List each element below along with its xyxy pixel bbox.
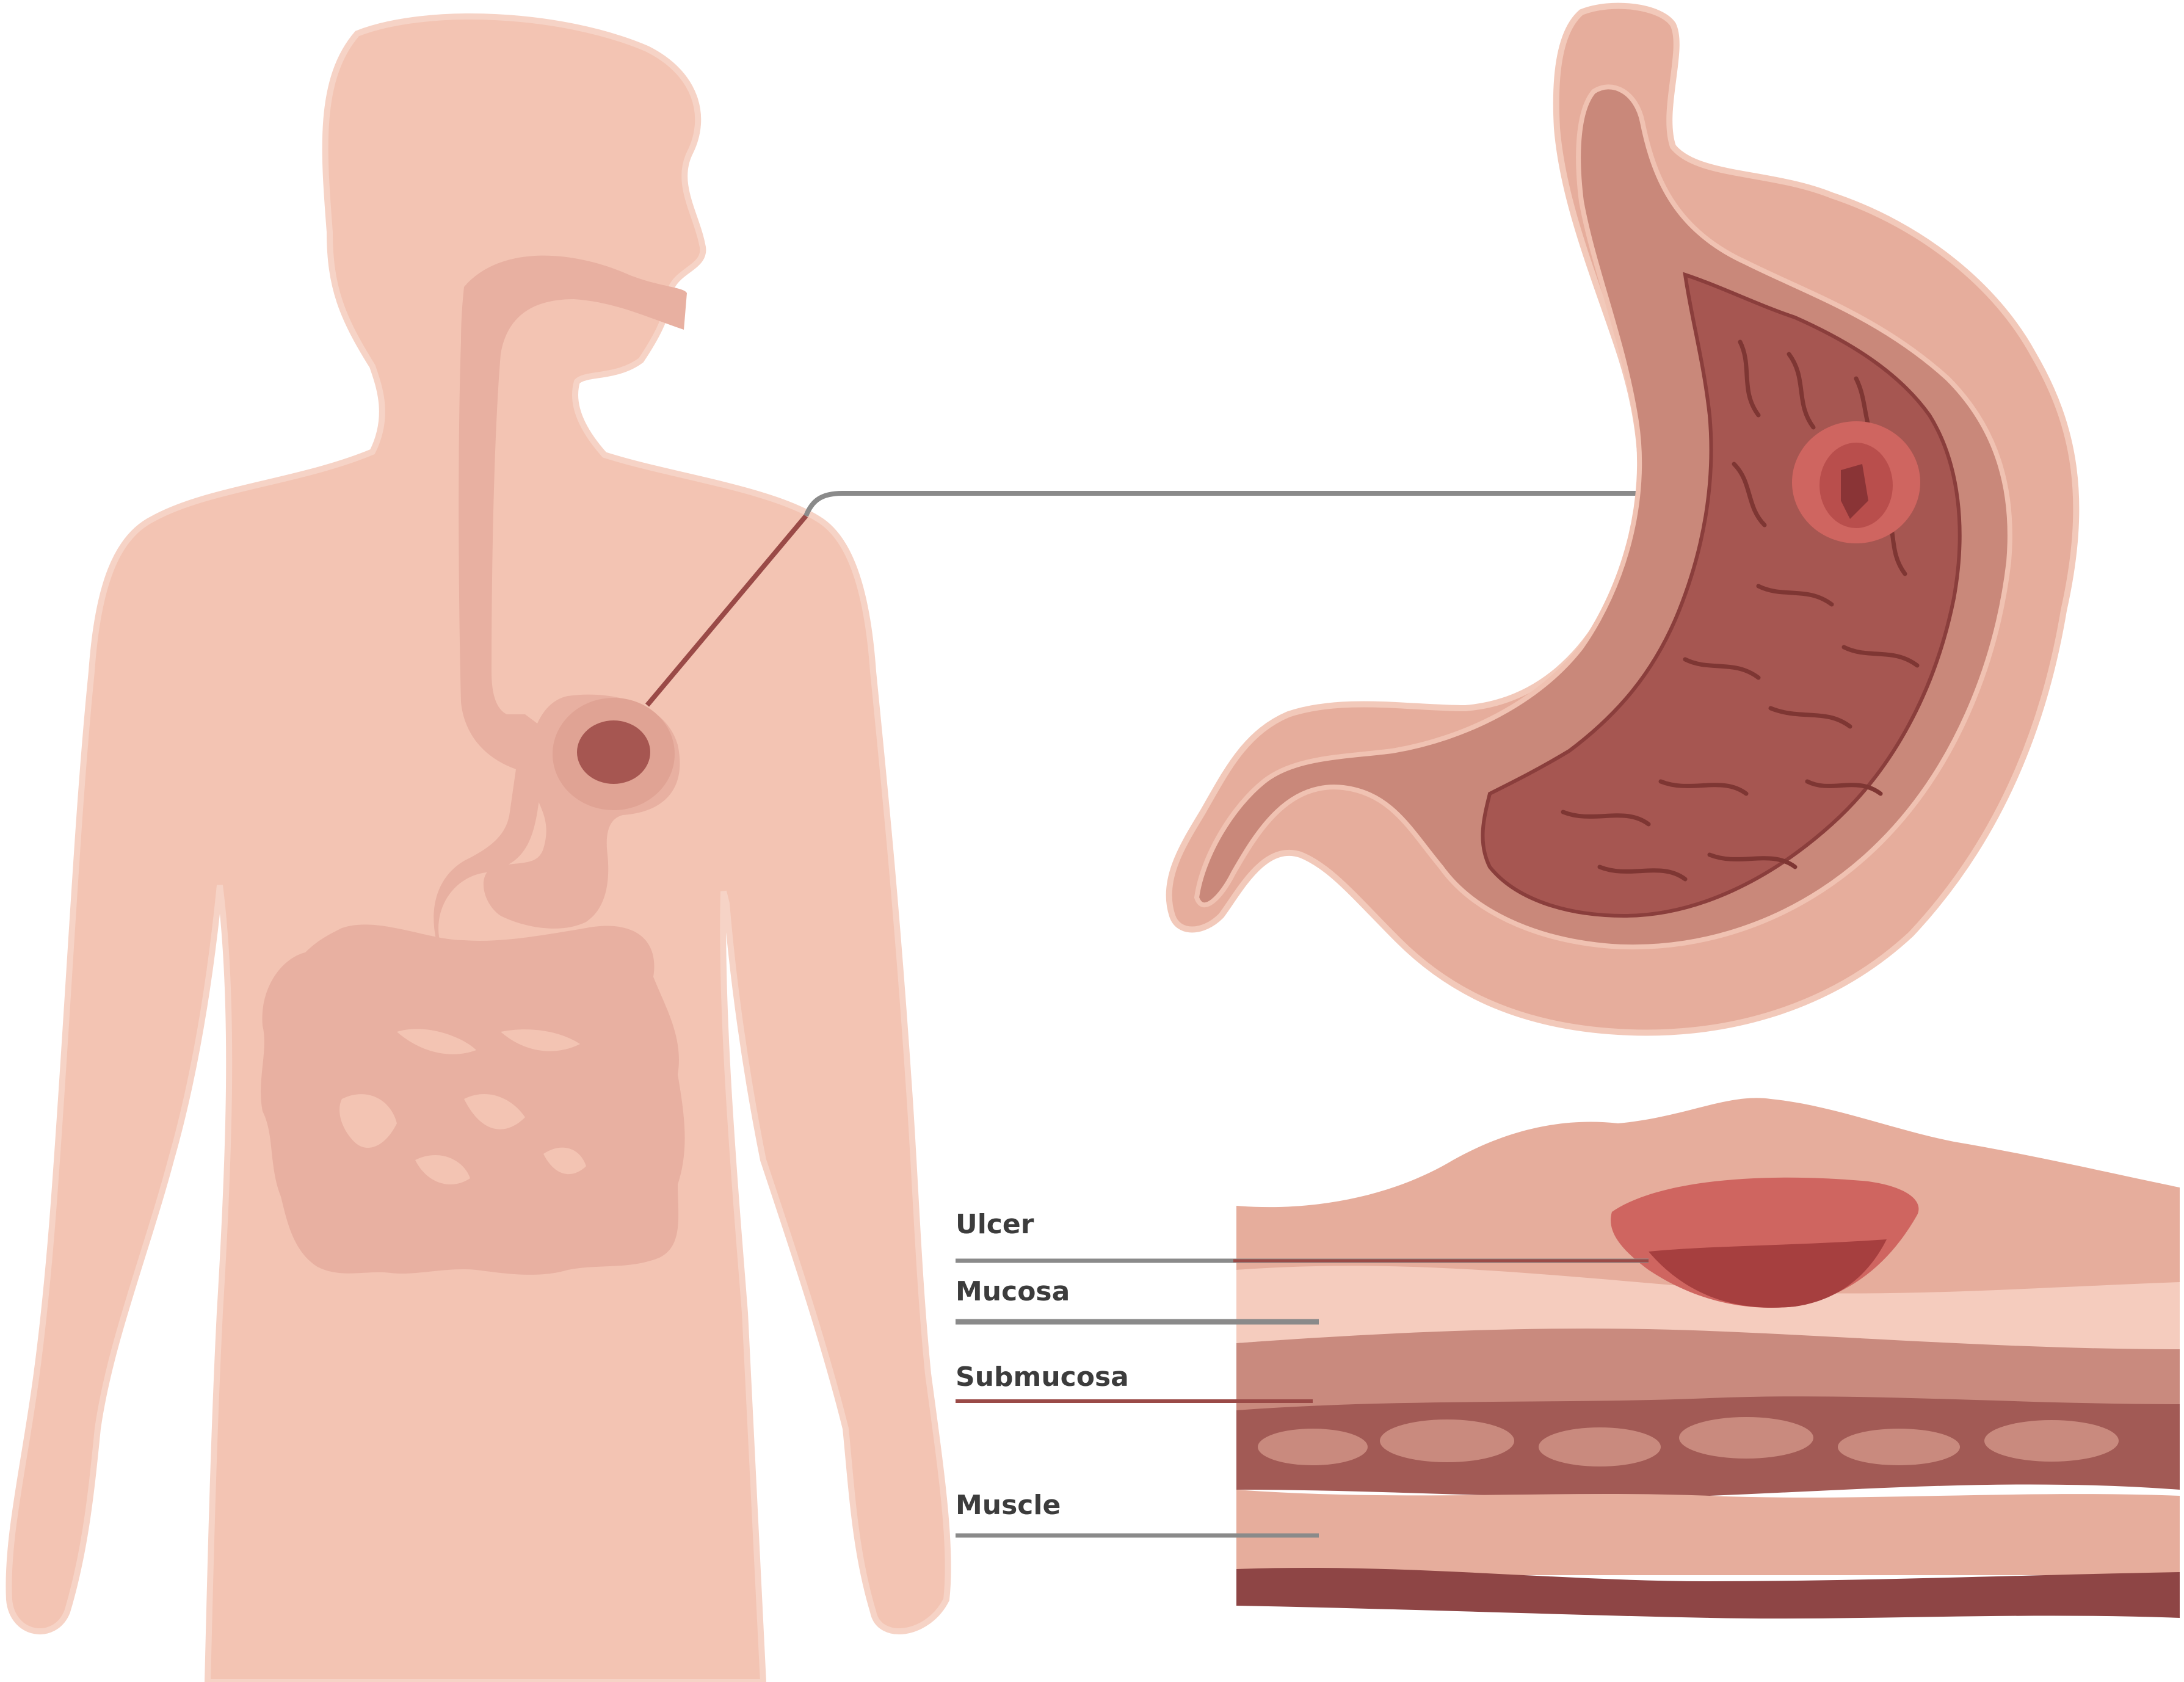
intestine-fold bbox=[501, 1029, 580, 1051]
ulcer-core bbox=[1841, 464, 1868, 519]
rugae-fold bbox=[1787, 352, 1816, 430]
tissue-ulcer bbox=[1611, 1177, 1919, 1308]
intestine-fold bbox=[415, 1155, 470, 1184]
rugae-fold bbox=[1707, 852, 1798, 869]
rugae-fold bbox=[1732, 462, 1767, 527]
label-mucosa: Mucosa bbox=[956, 1276, 1070, 1307]
intestine-folds bbox=[339, 1029, 586, 1184]
muscle-fiber bbox=[1539, 1427, 1661, 1466]
rugae-fold bbox=[1561, 810, 1651, 827]
muscle-fiber bbox=[1258, 1429, 1368, 1465]
esophagus bbox=[434, 255, 687, 952]
tissue-serosa bbox=[1236, 1567, 2180, 1619]
rugae-fold bbox=[1738, 339, 1761, 418]
rugae-fold bbox=[1683, 657, 1761, 680]
layer-labels: Ulcer Mucosa Submucosa Muscle bbox=[956, 1209, 1649, 1538]
label-ulcer: Ulcer bbox=[956, 1209, 1034, 1240]
rugae-fold bbox=[1768, 706, 1852, 729]
muscle-fiber bbox=[1679, 1417, 1813, 1459]
stomach-ulcer bbox=[1792, 421, 1920, 543]
label-muscle: Muscle bbox=[956, 1490, 1061, 1521]
label-submucosa: Submucosa bbox=[956, 1361, 1129, 1393]
muscle-fibers bbox=[1258, 1417, 2119, 1466]
rugae-fold bbox=[1805, 779, 1883, 796]
muscle-fiber bbox=[1380, 1419, 1514, 1462]
rugae-fold bbox=[1756, 584, 1834, 607]
intestine-fold bbox=[464, 1093, 525, 1129]
rugae-fold bbox=[1658, 779, 1749, 796]
tissue-ulcer-core bbox=[1649, 1239, 1887, 1308]
intestine-fold bbox=[339, 1094, 397, 1148]
body-silhouette bbox=[5, 13, 951, 1682]
connector-gray bbox=[804, 491, 1649, 517]
connector-red bbox=[645, 514, 808, 707]
stomach-cross-section bbox=[1166, 2, 2080, 1036]
tissue-cross-section bbox=[1236, 1098, 2180, 1619]
tissue-muscle-lower bbox=[1236, 1490, 2180, 1575]
human-body-figure bbox=[5, 13, 951, 1682]
rugae-fold bbox=[1841, 645, 1920, 668]
stomach-rugae-folds bbox=[1561, 339, 1920, 882]
intestine-fold bbox=[397, 1029, 476, 1054]
tissue-mucosa-band bbox=[1236, 1266, 2180, 1351]
rugae-fold bbox=[1597, 865, 1688, 882]
intestine-fold bbox=[543, 1147, 586, 1175]
muscle-fiber bbox=[1838, 1429, 1960, 1465]
muscle-fiber bbox=[1984, 1420, 2119, 1462]
body-ulcer-spot bbox=[577, 720, 650, 784]
